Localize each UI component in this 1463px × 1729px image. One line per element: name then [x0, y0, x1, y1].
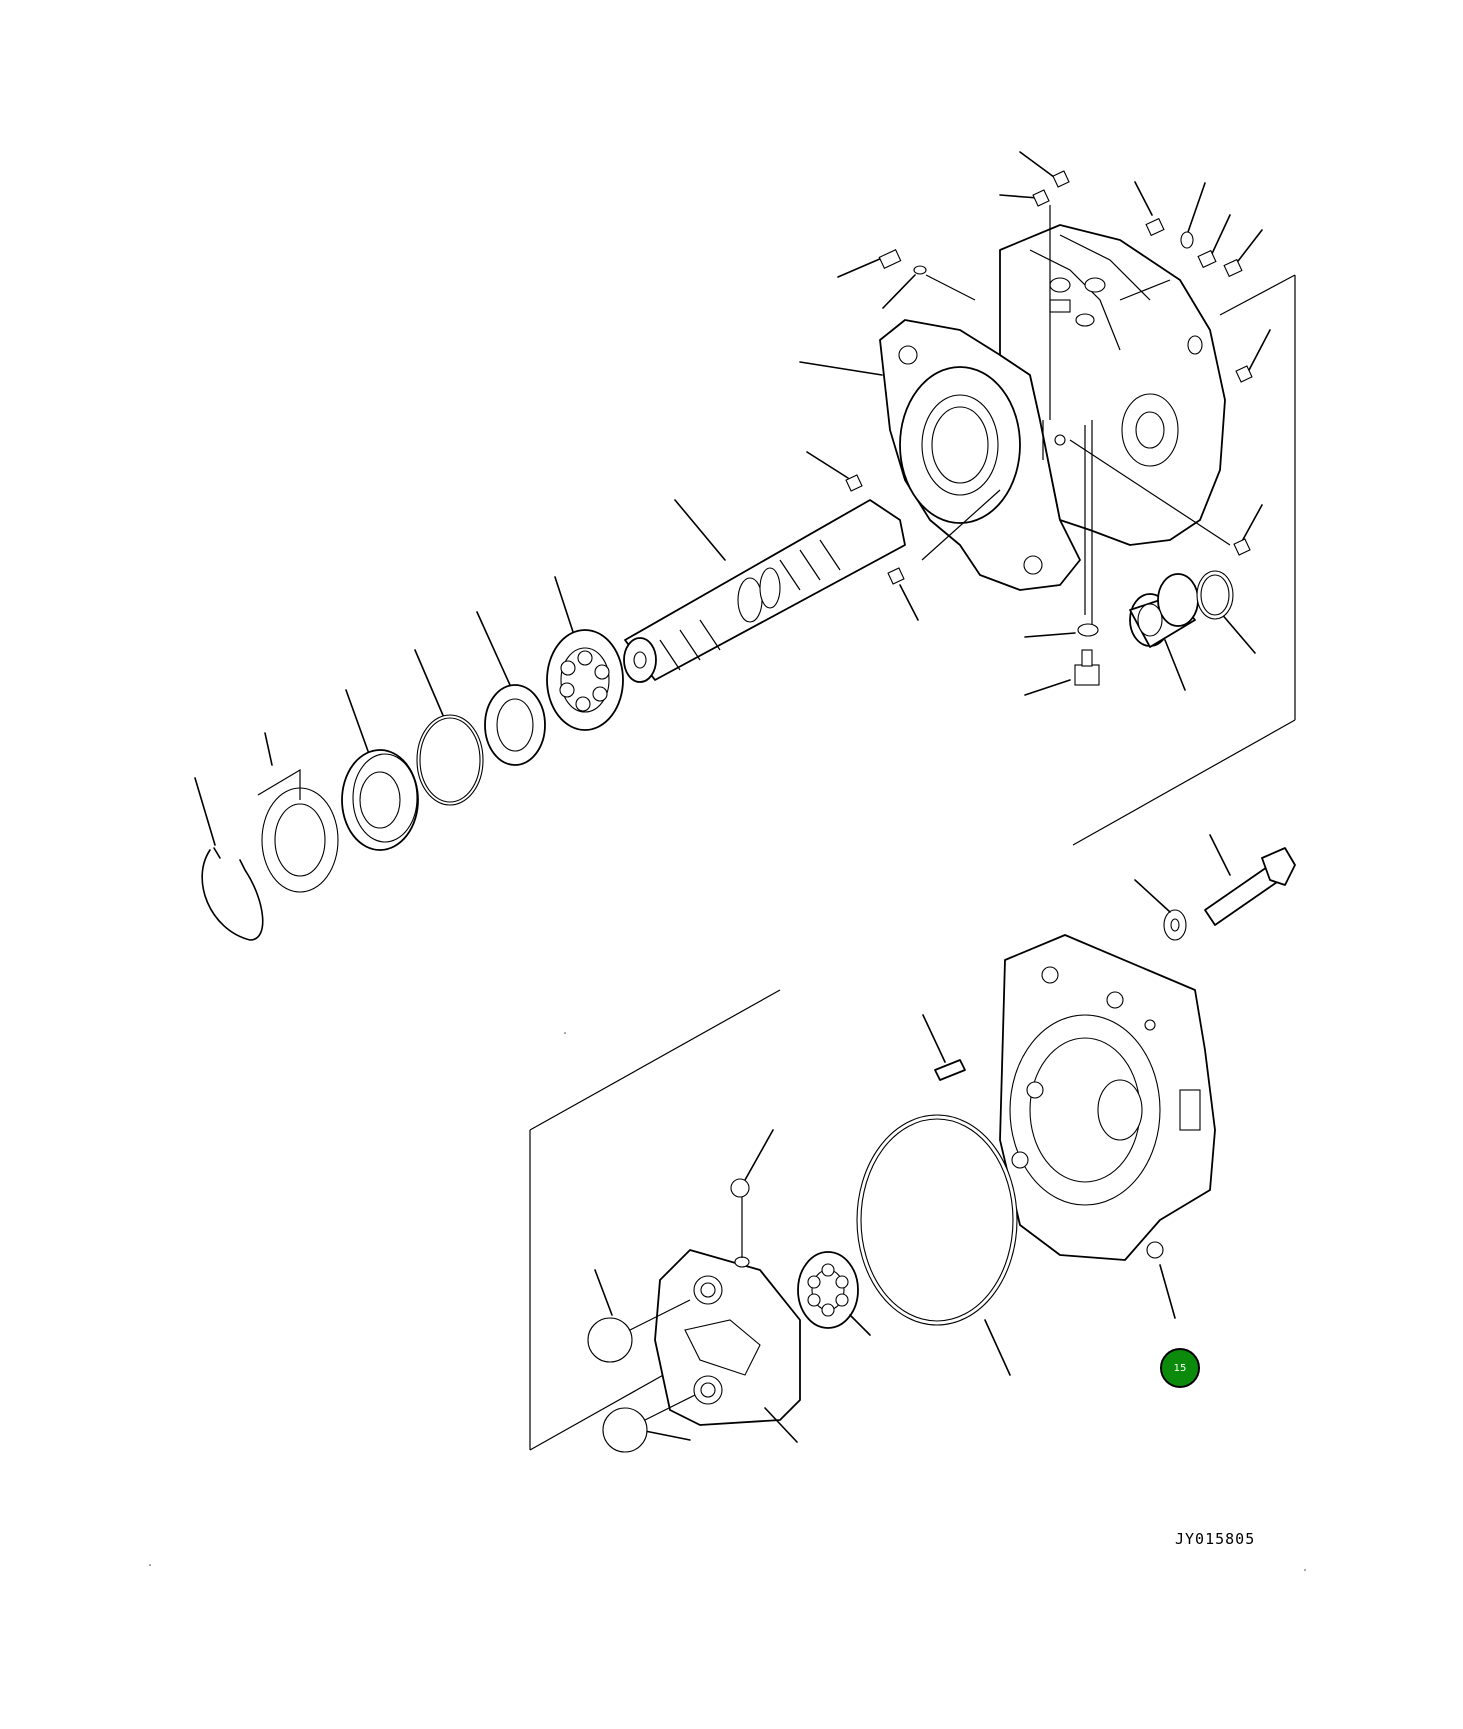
- drain-plug[interactable]: [1074, 649, 1100, 686]
- hex-bolt[interactable]: [1204, 847, 1296, 926]
- snap-ring[interactable]: [201, 847, 264, 941]
- steel-ball[interactable]: [730, 1178, 750, 1198]
- retainer-ring[interactable]: [257, 768, 339, 893]
- reference-circles[interactable]: [587, 1299, 696, 1453]
- corner-marks: [149, 1032, 1306, 1571]
- spacer-ring[interactable]: [484, 684, 546, 766]
- part-callout-15[interactable]: 15: [1160, 1348, 1200, 1388]
- upper-leader-lines: [194, 151, 1271, 846]
- bolt-washer[interactable]: [1163, 909, 1187, 941]
- sleeve-bushing[interactable]: [1129, 573, 1199, 648]
- drive-shaft[interactable]: [623, 499, 906, 683]
- upper-bracket: [921, 205, 1296, 846]
- large-o-ring-lower[interactable]: [856, 1114, 1018, 1326]
- pump-case[interactable]: [879, 224, 1226, 591]
- large-o-ring-upper[interactable]: [416, 714, 484, 806]
- valve-plate[interactable]: [654, 1249, 801, 1426]
- ball-bearing[interactable]: [546, 629, 624, 731]
- roller-bearing[interactable]: [797, 1251, 859, 1329]
- oil-seal[interactable]: [341, 749, 419, 851]
- end-cap-housing[interactable]: [999, 934, 1216, 1261]
- dowel-pin[interactable]: [934, 1059, 966, 1081]
- callout-15-label: 15: [1173, 1362, 1187, 1374]
- drawing-code: JY015805: [1175, 1530, 1256, 1548]
- small-o-ring[interactable]: [1196, 570, 1234, 620]
- lower-leader-lines: [594, 834, 1231, 1443]
- case-plugs[interactable]: [845, 170, 1253, 637]
